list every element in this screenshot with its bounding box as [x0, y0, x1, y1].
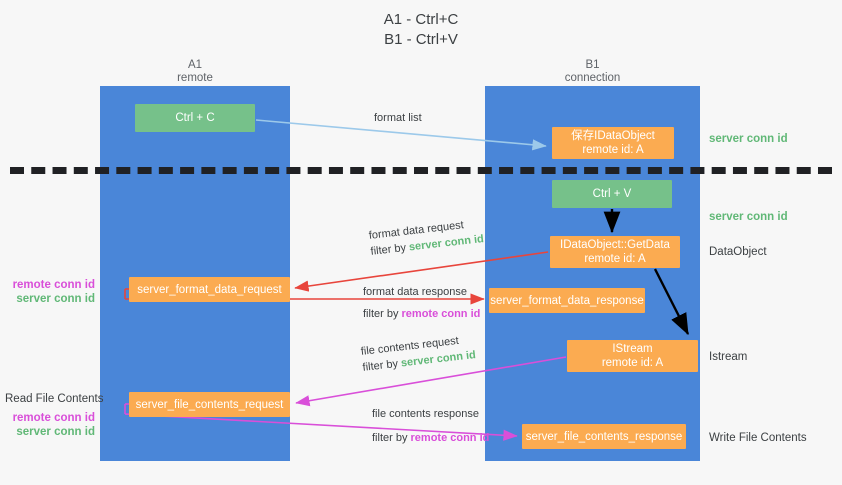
note-dataobject: DataObject	[709, 246, 767, 258]
label-format-data-response-filter: filter by remote conn id	[363, 306, 480, 322]
node-idataobject-label: 保存IDataObject	[571, 130, 655, 142]
note-server-conn-id-mid: server conn id	[709, 211, 788, 223]
label-file-contents-response-filter: filter by remote conn id	[372, 430, 489, 446]
node-idataobject-getdata[interactable]: IDataObject::GetData remote id: A	[550, 236, 680, 268]
node-server-file-contents-response-label: server_file_contents_response	[525, 430, 683, 443]
title-line-2: B1 - Ctrl+V	[384, 31, 458, 48]
filter-prefix: filter by	[372, 432, 411, 444]
note-server-conn-id: server conn id	[16, 426, 95, 438]
note-server-conn-id: server conn id	[16, 293, 95, 305]
node-istream-label: IStream	[612, 343, 653, 355]
label-format-data-response: format data response filter by remote co…	[363, 284, 480, 322]
phase-divider	[10, 167, 832, 174]
label-file-contents-request: file contents request filter by server c…	[360, 331, 477, 376]
label-format-data-response-line1: format data response	[363, 286, 467, 298]
label-format-list: format list	[374, 110, 422, 126]
note-server-conn-id-top: server conn id	[709, 133, 788, 145]
node-server-file-contents-request[interactable]: server_file_contents_request	[129, 392, 290, 417]
column-a1-name: A1	[187, 59, 203, 71]
node-ctrl-c[interactable]: Ctrl + C	[135, 104, 255, 132]
node-server-format-data-request[interactable]: server_format_data_request	[129, 277, 290, 302]
note-istream: Istream	[709, 351, 748, 363]
note-read-file-contents: Read File Contents	[5, 393, 104, 405]
node-server-format-data-response[interactable]: server_format_data_response	[489, 288, 645, 313]
label-format-list-text: format list	[374, 112, 422, 124]
note-remote-conn-id: remote conn id	[12, 279, 95, 291]
filter-value-remote-conn-id: remote conn id	[410, 432, 490, 444]
label-file-contents-response: file contents response filter by remote …	[372, 406, 489, 446]
node-idataobject-sub: remote id: A	[582, 144, 644, 156]
node-idataobject[interactable]: 保存IDataObject remote id: A	[552, 127, 674, 159]
node-server-format-data-response-label: server_format_data_response	[490, 294, 644, 307]
label-file-contents-response-line1: file contents response	[372, 408, 480, 420]
filter-value-remote-conn-id: remote conn id	[401, 308, 481, 320]
filter-prefix: filter by	[363, 308, 402, 320]
node-ctrl-v-label: Ctrl + V	[592, 188, 632, 200]
filter-prefix: filter by	[362, 357, 402, 374]
node-getdata-label: IDataObject::GetData	[560, 239, 670, 251]
note-write-file-contents: Write File Contents	[709, 432, 807, 444]
column-b1-role: connection	[564, 72, 621, 84]
node-istream-sub: remote id: A	[601, 357, 664, 369]
node-istream[interactable]: IStream remote id: A	[567, 340, 698, 372]
node-server-file-contents-request-label: server_file_contents_request	[135, 398, 284, 411]
node-server-format-data-request-label: server_format_data_request	[137, 283, 282, 296]
filter-prefix: filter by	[370, 241, 410, 258]
node-ctrl-c-label: Ctrl + C	[175, 112, 215, 124]
node-ctrl-v[interactable]: Ctrl + V	[552, 180, 672, 208]
label-format-data-request: format data request filter by server con…	[368, 215, 485, 260]
node-getdata-sub: remote id: A	[584, 253, 646, 265]
title-line-1: A1 - Ctrl+C	[383, 11, 459, 28]
column-header-a1: A1 remote	[100, 59, 290, 85]
note-conn-ids-bottom: remote conn id server conn id	[9, 411, 95, 439]
column-header-b1: B1 connection	[485, 59, 700, 85]
column-b1-name: B1	[585, 59, 600, 71]
column-a1-role: remote	[177, 72, 213, 84]
note-remote-conn-id: remote conn id	[12, 412, 95, 424]
page-title: A1 - Ctrl+C B1 - Ctrl+V	[0, 10, 842, 50]
note-conn-ids-top: remote conn id server conn id	[9, 278, 95, 306]
node-server-file-contents-response[interactable]: server_file_contents_response	[522, 424, 686, 449]
